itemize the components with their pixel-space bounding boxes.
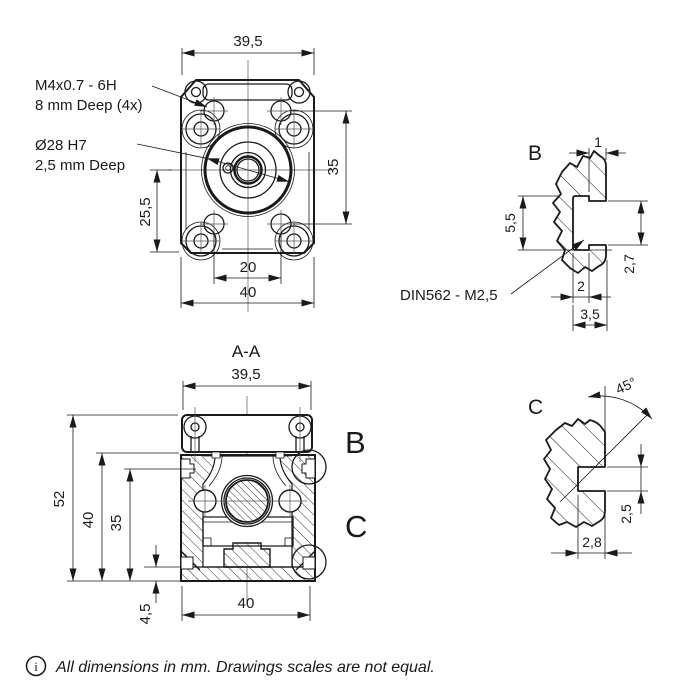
note-text: All dimensions in mm. Drawings scales ar… (55, 659, 435, 676)
section-pin-right (275, 451, 285, 459)
detail-b-dim-lip-value: 1 (594, 134, 602, 150)
section-cavity-step-left (202, 537, 212, 547)
info-icon (25, 655, 47, 677)
section-dim-width-top-value: 39,5 (231, 366, 260, 383)
section-shaft (188, 474, 307, 528)
detail-c-section-blob (543, 418, 606, 528)
detail-c-label: C (528, 396, 543, 419)
front-callout-m4-leader (151, 85, 208, 108)
detail-b-view: B 1 5,5 2,7 2 (400, 134, 648, 331)
front-dim-hole-spacing-value: 20 (240, 259, 257, 276)
detail-b-dim-total-depth-value: 3,5 (580, 306, 600, 322)
front-body-outline (180, 79, 315, 254)
section-detail-letter-c: C (345, 509, 367, 544)
section-pin-left (211, 451, 221, 459)
front-callout-bore-line1: Ø28 H7 (35, 137, 87, 154)
section-dim-base-thickness-value: 4,5 (137, 604, 154, 625)
section-dim-height-total-value: 52 (51, 491, 68, 508)
front-callout-bore-line2: 2,5 mm Deep (35, 157, 125, 174)
front-dim-width-top-value: 39,5 (233, 33, 262, 50)
front-callout-bore: Ø28 H7 2,5 mm Deep (35, 137, 290, 183)
section-notch-left (180, 556, 194, 570)
section-cavity-step-right (284, 537, 294, 547)
front-top-strip (202, 83, 293, 101)
detail-b-callout: DIN562 - M2,5 (400, 239, 585, 304)
section-funnel-right (272, 455, 287, 487)
section-notch-right (302, 556, 316, 570)
detail-b-section-blob (552, 150, 607, 274)
front-bore-diameter-line (206, 157, 290, 183)
detail-b-dim-total-depth: 3,5 (572, 260, 608, 331)
detail-b-label: B (528, 142, 542, 165)
section-tslot-right (301, 458, 316, 479)
section-dim-height-inner: 35 (108, 468, 196, 581)
footer-note: i All dimensions in mm. Drawings scales … (25, 655, 435, 677)
section-dim-height-body-value: 40 (80, 512, 97, 529)
detail-c-dim-notch-depth: 2,8 (551, 495, 632, 559)
detail-b-callout-text: DIN562 - M2,5 (400, 287, 498, 304)
section-dim-base-thickness: 4,5 (137, 545, 181, 624)
detail-c-dim-angle-value: 45° (613, 374, 639, 397)
section-dim-height-total: 52 (51, 414, 181, 582)
front-callout-m4-line2: 8 mm Deep (4x) (35, 97, 143, 114)
front-dim-width-bottom-value: 40 (240, 284, 257, 301)
front-dim-height-left-value: 25,5 (137, 197, 154, 226)
detail-c-dim-notch-height: 2,5 (607, 444, 648, 524)
detail-b-dim-throat-height: 2,7 (608, 200, 648, 274)
front-m4-holes (200, 97, 295, 238)
detail-b-dim-throat-height-value: 2,7 (621, 254, 637, 274)
section-title: A-A (232, 342, 261, 361)
section-dim-height-inner-value: 35 (108, 515, 125, 532)
front-view: 39,5 35 25,5 20 40 M4x0.7 - 6H 8 (35, 33, 352, 312)
section-detail-letter-b: B (345, 425, 366, 460)
front-dim-width-top: 39,5 (181, 33, 315, 75)
detail-b-dim-lip: 1 (569, 134, 626, 192)
front-corner-screws (184, 80, 311, 104)
section-flange (181, 407, 313, 462)
section-view: A-A (51, 342, 367, 624)
front-dim-width-bottom: 40 (180, 257, 315, 308)
front-callout-bore-leader (136, 143, 207, 159)
front-dim-height-right-value: 35 (325, 159, 342, 176)
section-dim-width-bottom: 40 (181, 586, 311, 621)
section-detail-circle-c (291, 544, 327, 580)
detail-b-dim-pocket-depth-value: 2 (577, 278, 585, 294)
section-tslot-left (180, 458, 195, 479)
front-callout-m4: M4x0.7 - 6H 8 mm Deep (4x) (35, 77, 208, 114)
detail-c-view: C 45° 2,5 2,8 (528, 374, 653, 559)
front-dim-height-left: 25,5 (137, 169, 179, 253)
section-funnel-left (208, 455, 223, 487)
front-dim-hole-spacing: 20 (213, 232, 282, 284)
section-dim-height-body: 40 (80, 452, 179, 581)
section-detail-circle-b (291, 449, 327, 485)
detail-c-dim-notch-depth-value: 2,8 (582, 534, 602, 550)
section-dim-width-bottom-value: 40 (238, 595, 255, 612)
front-dim-height-right: 35 (293, 110, 352, 225)
front-counterbore-holes (181, 109, 314, 261)
detail-b-dim-pocket-height: 5,5 (502, 195, 612, 251)
section-dim-width-top: 39,5 (182, 366, 312, 410)
detail-b-dim-pocket-height-value: 5,5 (502, 213, 518, 233)
front-callout-m4-line1: M4x0.7 - 6H (35, 77, 117, 94)
detail-c-dim-notch-height-value: 2,5 (618, 504, 634, 524)
info-icon-glyph: i (34, 659, 38, 674)
detail-b-callout-leader (510, 239, 585, 295)
section-t-block (223, 542, 271, 568)
